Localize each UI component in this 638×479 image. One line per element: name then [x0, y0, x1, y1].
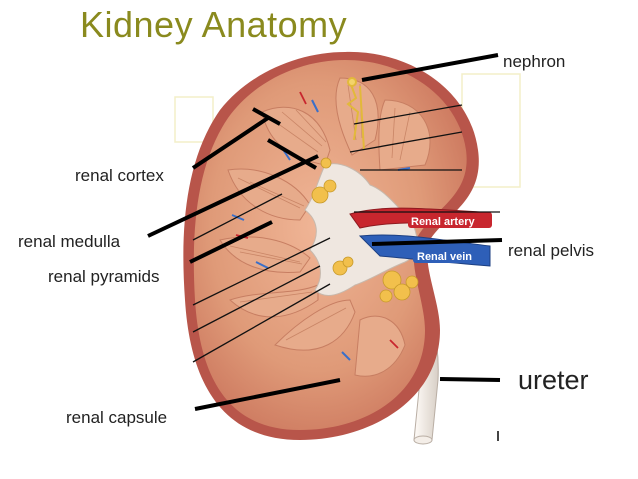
renal-pelvis-region [304, 163, 418, 296]
thick-pointer-lines [147, 53, 503, 411]
cortical-veins [231, 99, 411, 361]
label-nephron: nephron [503, 52, 566, 71]
ureter-pointer [439, 377, 501, 382]
pyramid-5 [219, 236, 311, 274]
thin-pointer-lines [192, 104, 500, 363]
renal-cortex-pointer [191, 116, 270, 170]
nephron-structure [346, 77, 365, 151]
page-title: Kidney Anatomy [80, 4, 348, 45]
pyramid-7 [274, 299, 356, 351]
label-renal-cortex: renal cortex [75, 166, 164, 185]
renal-artery-label-bg [408, 212, 492, 228]
label-renal-pelvis: renal pelvis [508, 241, 594, 260]
ureter-opening [413, 435, 433, 445]
renal-capsule-pointer [194, 378, 341, 411]
sinus-fat [311, 157, 419, 303]
pyramid-4 [227, 168, 311, 221]
pyramid-6 [229, 284, 319, 318]
renal-pelvis-pointer [371, 238, 503, 246]
renal-artery-label: Renal artery [411, 216, 475, 228]
label-ureter: ureter [518, 365, 589, 395]
pyramid-8 [354, 315, 406, 377]
renal-vein-label-bg [413, 247, 487, 263]
renal-vein-label: Renal vein [417, 251, 472, 263]
label-renal-capsule: renal capsule [66, 408, 168, 427]
nephron-pointer [361, 53, 499, 82]
renal-pyramids-pointer [189, 220, 273, 264]
label-renal-medulla: renal medulla [18, 232, 121, 251]
blank-box-left [174, 96, 214, 143]
label-renal-pyramids: renal pyramids [48, 267, 160, 286]
renal-medulla-pointer [147, 154, 319, 238]
pyramid-striations [229, 83, 411, 341]
